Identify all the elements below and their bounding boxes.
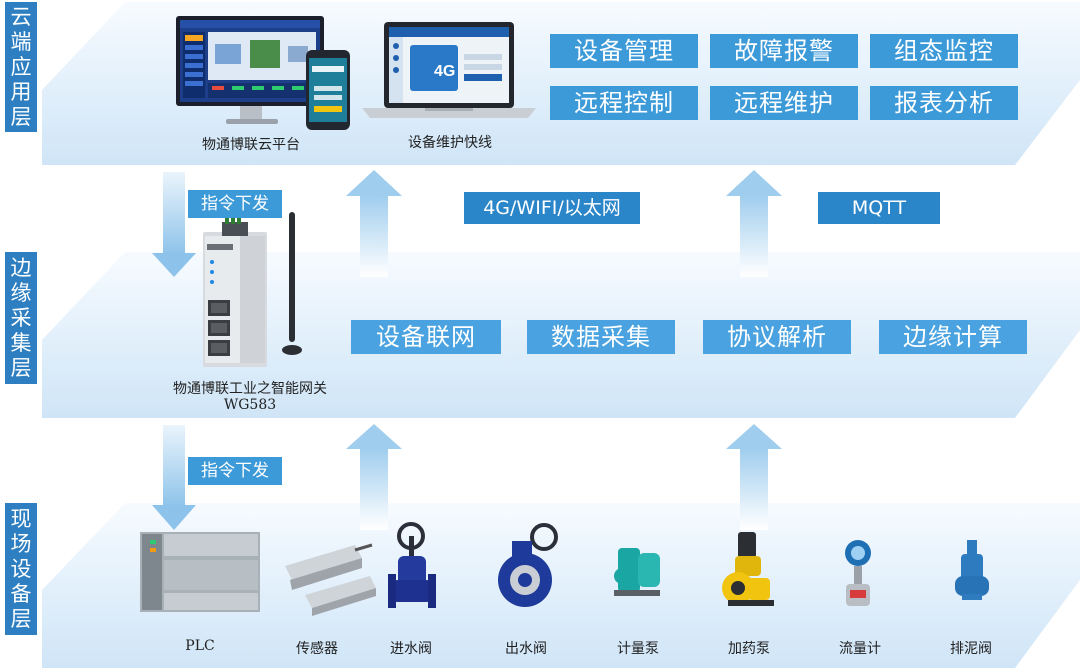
feature-device-networking: 设备联网 — [351, 320, 501, 354]
field-band — [42, 503, 1080, 668]
label-char: 层 — [10, 355, 32, 380]
label-char: 端 — [10, 29, 32, 54]
label-char: 备 — [10, 581, 32, 606]
edge-layer-label: 边 缘 采 集 层 — [5, 252, 37, 384]
device-label-plc: PLC — [185, 638, 215, 654]
feature-remote-maintenance: 远程维护 — [710, 86, 858, 120]
device-label-dosing-pump: 加药泵 — [728, 641, 770, 657]
label-char: 现 — [10, 506, 32, 531]
command-label-bottom: 指令下发 — [188, 457, 282, 485]
label-char: 场 — [10, 531, 32, 556]
feature-device-management: 设备管理 — [550, 34, 698, 68]
label-char: 层 — [10, 606, 32, 631]
label-char: 缘 — [10, 280, 32, 305]
up-arrow-edge-left — [346, 170, 402, 277]
device-label-mud-valve: 排泥阀 — [950, 641, 992, 657]
feature-edge-computing: 边缘计算 — [879, 320, 1027, 354]
label-char: 设 — [10, 556, 32, 581]
antenna-icon — [282, 212, 302, 355]
monitor-icon — [176, 16, 324, 124]
device-label-sensor: 传感器 — [296, 641, 338, 657]
gateway-caption: 物通博联工业之智能网关 — [173, 381, 327, 397]
phone-icon — [306, 50, 350, 130]
device-label-flowmeter: 流量计 — [839, 641, 881, 657]
protocol-label: MQTT — [818, 192, 940, 224]
feature-scada-monitoring: 组态监控 — [870, 34, 1018, 68]
cloud-layer-label: 云 端 应 用 层 — [5, 2, 37, 132]
plc-icon — [140, 532, 260, 612]
down-arrow-top — [152, 172, 196, 277]
label-char: 应 — [10, 54, 32, 79]
up-arrow-field-right — [726, 424, 782, 530]
device-label-outlet-valve: 出水阀 — [505, 641, 547, 657]
network-label: 4G/WIFI/以太网 — [464, 192, 640, 224]
down-arrow-bottom — [152, 425, 196, 530]
feature-protocol-parsing: 协议解析 — [703, 320, 851, 354]
label-char: 云 — [10, 4, 32, 29]
metering-pump-icon — [614, 548, 660, 596]
inlet-valve-icon — [388, 522, 436, 608]
label-char: 用 — [10, 79, 32, 104]
laptop-icon — [362, 22, 536, 118]
feature-report-analysis: 报表分析 — [870, 86, 1018, 120]
device-label-inlet-valve: 进水阀 — [390, 641, 432, 657]
label-char: 层 — [10, 104, 32, 129]
label-char: 集 — [10, 330, 32, 355]
command-label-top: 指令下发 — [188, 190, 282, 218]
platform-caption: 物通博联云平台 — [202, 137, 300, 153]
dosing-pump-icon — [722, 532, 774, 606]
feature-remote-control: 远程控制 — [550, 86, 698, 120]
flowmeter-icon — [845, 540, 871, 606]
feature-data-acquisition: 数据采集 — [527, 320, 675, 354]
laptop-screen-tag: 4G — [434, 63, 455, 80]
label-char: 边 — [10, 255, 32, 280]
device-label-metering-pump: 计量泵 — [617, 641, 659, 657]
label-char: 采 — [10, 305, 32, 330]
maintenance-caption: 设备维护快线 — [408, 135, 492, 151]
up-arrow-edge-right — [726, 170, 782, 277]
feature-fault-alarm: 故障报警 — [710, 34, 858, 68]
gateway-icon — [203, 218, 267, 367]
field-layer-label: 现 场 设 备 层 — [5, 503, 37, 635]
up-arrow-field-left — [346, 424, 402, 530]
outlet-valve-icon — [498, 523, 558, 607]
sensor-icon — [285, 543, 376, 616]
mud-valve-icon — [955, 540, 989, 600]
gateway-model: WG583 — [223, 397, 277, 413]
